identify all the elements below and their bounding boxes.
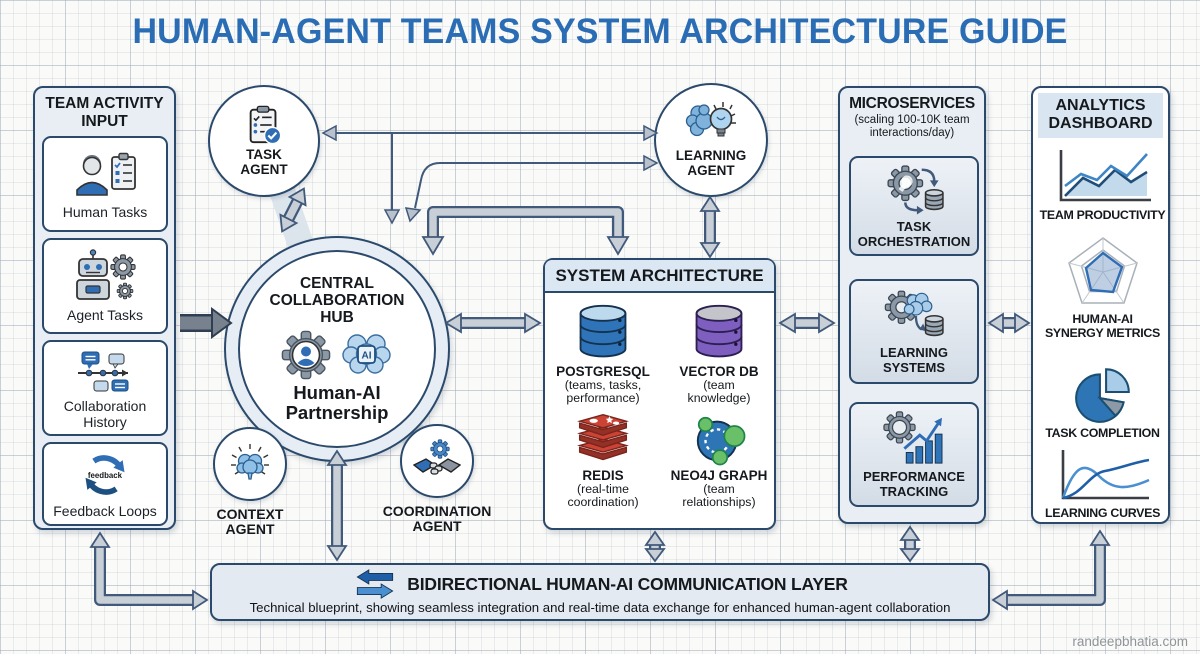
arrow-hub-communication [326,449,348,562]
task-agent-icon [249,106,282,145]
coordination-agent-label: COORDINATION AGENT [382,503,492,535]
task-orchestration-icon [887,165,944,216]
learning-systems-icon [884,290,944,337]
feedback-word: feedback [88,471,123,480]
arrow-architecture-microservices [778,312,836,334]
microservices-subtitle: (scaling 100-10K team interactions/day) [854,113,970,140]
ai-chip-label: AI [361,350,371,361]
postgresql-name: POSTGRESQL [556,364,650,379]
performance-tracking-icon [883,411,943,464]
synergy-radar-icon [1067,237,1138,304]
system-architecture-panel: SYSTEM ARCHITECTURE POSTGRESQL (teams, t… [543,258,776,530]
neo4j-name: NEO4J GRAPH [670,468,768,483]
arrow-bridge-hub-architecture [421,206,630,256]
context-agent-circle [213,427,287,501]
microservices-panel: MICROSERVICES (scaling 100-10K team inte… [838,86,986,524]
arrow-microservices-communication [899,525,921,563]
vectordb-item: VECTOR DB (team knowledge) [664,304,774,405]
team-productivity-label: TEAM PRODUCTIVITY [1039,208,1166,222]
hub-title: CENTRAL COLLABORATION HUB [269,274,405,327]
context-agent-icon [231,444,269,480]
task-agent-circle: TASK AGENT [208,85,320,197]
arrow-communication-input [89,531,209,611]
arrow-task-learning [321,124,659,225]
page-title: HUMAN-AGENT TEAMS SYSTEM ARCHITECTURE GU… [132,12,1068,51]
arrow-microservices-analytics [987,312,1031,334]
task-completion-pie-icon [1074,368,1130,423]
learning-systems-card: LEARNING SYSTEMS [849,279,979,384]
brain-ai-icon: AI [341,333,391,374]
arrow-communication-analytics [991,529,1111,611]
redis-desc: (real-time coordination) [567,482,639,509]
analytics-title: ANALYTICS DASHBOARD [1038,93,1163,138]
task-orchestration-card: TASK ORCHESTRATION [849,156,979,256]
hub-subtitle: Human-AI Partnership [285,381,389,424]
vectordb-name: VECTOR DB [679,364,759,379]
communication-layer: BIDIRECTIONAL HUMAN-AI COMMUNICATION LAY… [210,563,990,621]
redis-icon [577,414,629,461]
central-collaboration-hub: CENTRAL COLLABORATION HUB AI [238,250,436,448]
team-activity-title: TEAM ACTIVITY INPUT [45,95,164,130]
learning-agent-label: LEARNING AGENT [675,148,747,178]
arrow-hub-architecture [444,312,542,334]
postgresql-desc: (teams, tasks, performance) [564,378,642,405]
postgresql-db-icon [579,304,627,358]
learning-curves-section: LEARNING CURVES [1033,448,1172,520]
learning-agent-icon [685,102,736,137]
feedback-loops-icon: feedback [85,455,125,495]
vectordb-desc: (team knowledge) [687,378,751,405]
team-productivity-chart-icon [1059,150,1151,202]
postgresql-item: POSTGRESQL (teams, tasks, performance) [548,304,658,405]
redis-name: REDIS [582,468,624,483]
learning-curves-chart-icon [1061,450,1150,500]
team-activity-input-panel: TEAM ACTIVITY INPUT Human Tasks [33,86,176,530]
microservices-title: MICROSERVICES [849,95,975,112]
agent-tasks-card: Agent Tasks [42,238,168,334]
collaboration-history-card: Collaboration History [42,340,168,436]
synergy-metrics-section: HUMAN-AI SYNERGY METRICS [1033,232,1172,341]
human-tasks-label: Human Tasks [62,203,148,220]
team-productivity-section: TEAM PRODUCTIVITY [1033,146,1172,222]
system-architecture-title: SYSTEM ARCHITECTURE [545,260,774,293]
analytics-dashboard-panel: ANALYTICS DASHBOARD TEAM PRODUCTIVITY [1031,86,1170,524]
arrow-architecture-communication [644,530,666,563]
collaboration-history-label: Collaboration History [63,398,147,430]
neo4j-item: NEO4J GRAPH (team relationships) [664,412,774,509]
neo4j-graph-icon [696,416,746,466]
learning-systems-label: LEARNING SYSTEMS [880,344,948,375]
context-agent-label: CONTEXT AGENT [216,506,284,538]
task-agent-label: TASK AGENT [240,147,288,177]
communication-layer-subtitle: Technical blueprint, showing seamless in… [249,600,951,615]
coordination-agent-icon [413,439,461,475]
performance-tracking-label: PERFORMANCE TRACKING [863,468,965,499]
task-orchestration-label: TASK ORCHESTRATION [857,219,971,249]
synergy-metrics-label: HUMAN-AI SYNERGY METRICS [1044,312,1161,341]
feedback-loops-label: Feedback Loops [53,502,157,519]
arrow-learning-architecture [699,195,721,259]
performance-tracking-card: PERFORMANCE TRACKING [849,402,979,507]
feedback-loops-card: feedback Feedback Loops [42,442,168,526]
learning-agent-circle: LEARNING AGENT [654,83,768,197]
agent-tasks-label: Agent Tasks [66,306,143,323]
credit-text: randeepbhatia.com [1072,634,1188,649]
arrow-input-hub [180,307,233,339]
agent-tasks-icon [76,249,136,300]
human-tasks-icon [76,152,136,196]
learning-curves-label: LEARNING CURVES [1044,506,1161,520]
communication-layer-title: BIDIRECTIONAL HUMAN-AI COMMUNICATION LAY… [407,573,848,594]
neo4j-desc: (team relationships) [682,482,756,509]
vector-db-icon [695,304,743,358]
arrow-hub-learning [404,154,659,223]
redis-item: REDIS (real-time coordination) [548,412,658,509]
gear-person-icon [280,330,331,380]
coordination-agent-circle [400,424,474,498]
task-completion-label: TASK COMPLETION [1045,426,1160,440]
collaboration-history-icon [78,351,129,392]
human-tasks-card: Human Tasks [42,136,168,232]
bidirectional-arrows-icon [356,569,394,599]
task-completion-section: TASK COMPLETION [1033,360,1172,440]
